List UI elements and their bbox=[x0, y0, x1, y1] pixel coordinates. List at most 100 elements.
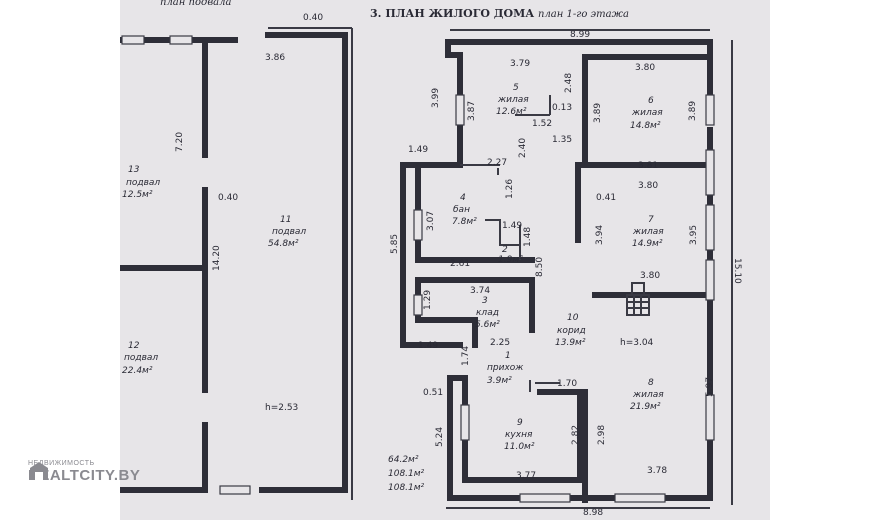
dim-label: 3.78 bbox=[647, 466, 667, 476]
svg-text:3: 3 bbox=[482, 296, 488, 306]
svg-text:жилая: жилая bbox=[632, 390, 664, 400]
dim-label: 1.74 bbox=[461, 346, 471, 366]
basement-plan bbox=[120, 27, 353, 500]
dim-label: 3.79 bbox=[510, 59, 530, 69]
svg-text:13: 13 bbox=[128, 165, 140, 175]
dim-label: 8.98 bbox=[583, 508, 603, 518]
dim-label: 2.25 bbox=[490, 338, 510, 348]
basement-height: h=2.53 bbox=[265, 403, 298, 413]
dim-label: 15.10 bbox=[732, 258, 742, 284]
room-label-8: 8 жилая 21.9м² bbox=[630, 378, 664, 412]
dim-label: 2.61 bbox=[450, 259, 470, 269]
floor-plan-drawing: план подвала 3. ПЛАН ЖИЛОГО ДОМА план 1-… bbox=[120, 0, 742, 518]
dim-label: 2.48 bbox=[564, 73, 574, 93]
dim-label: 1.29 bbox=[423, 290, 433, 310]
svg-text:подвал: подвал bbox=[126, 178, 160, 188]
dim-label: 14.20 bbox=[212, 245, 222, 271]
dim-label: 1.52 bbox=[532, 119, 552, 129]
dim-label: 1.48 bbox=[523, 227, 533, 247]
dim-label: 3.80 bbox=[638, 181, 658, 191]
svg-text:6: 6 bbox=[648, 96, 654, 106]
dim-label: 2.82 bbox=[571, 425, 581, 445]
svg-text:жилая: жилая bbox=[497, 95, 529, 105]
svg-text:54.8м²: 54.8м² bbox=[268, 239, 299, 249]
room-label-3: 3 клад 5.6м² bbox=[475, 296, 500, 330]
dim-label: 3.80 bbox=[635, 63, 655, 73]
dim-label: 1.26 bbox=[505, 179, 515, 199]
plan-subtitle: план 1-го этажа bbox=[538, 9, 629, 20]
dim-label: 8.50 bbox=[535, 257, 545, 277]
dim-label: 3.89 bbox=[593, 103, 603, 123]
basement-caption: план подвала bbox=[160, 0, 231, 8]
dim-label: 3.07 bbox=[426, 211, 436, 231]
house-icon bbox=[30, 462, 48, 480]
dim-label: 3.74 bbox=[470, 286, 490, 296]
svg-text:8: 8 bbox=[648, 378, 654, 388]
room-label-basement-13: 13 подвал 12.5м² bbox=[122, 165, 160, 200]
room-label-10: 10 корид 13.9м² bbox=[555, 313, 586, 348]
svg-text:подвал: подвал bbox=[272, 227, 306, 237]
plan-title: 3. ПЛАН ЖИЛОГО ДОМА bbox=[370, 7, 534, 20]
dim-label: 3.94 bbox=[595, 225, 605, 245]
svg-text:7.8м²: 7.8м² bbox=[452, 217, 477, 227]
svg-text:14.9м²: 14.9м² bbox=[632, 239, 663, 249]
dim-label: 7.20 bbox=[175, 132, 185, 152]
svg-text:12: 12 bbox=[128, 341, 140, 351]
dim-label: 0.40 bbox=[303, 13, 323, 23]
dim-label: 1.49 bbox=[502, 221, 522, 231]
dim-label: 0.13 bbox=[552, 103, 572, 113]
room-label-4: 4 бан 7.8м² bbox=[452, 193, 477, 227]
dim-label: 1.49 bbox=[418, 341, 438, 351]
room-label-basement-12: 12 подвал 22.4м² bbox=[122, 341, 158, 376]
svg-text:1: 1 bbox=[505, 351, 511, 361]
svg-text:подвал: подвал bbox=[124, 353, 158, 363]
svg-text:5.6м²: 5.6м² bbox=[475, 320, 500, 330]
room-label-9: 9 кухня 11.0м² bbox=[504, 418, 535, 452]
dim-label: 3.87 bbox=[467, 101, 477, 121]
plan-sheet: план подвала 3. ПЛАН ЖИЛОГО ДОМА план 1-… bbox=[120, 0, 770, 520]
svg-text:кухня: кухня bbox=[505, 430, 533, 440]
svg-text:12.6м²: 12.6м² bbox=[496, 107, 527, 117]
dim-label: 2.98 bbox=[597, 425, 607, 445]
dim-label: 1.35 bbox=[552, 135, 572, 145]
svg-text:5: 5 bbox=[513, 83, 519, 93]
svg-text:22.4м²: 22.4м² bbox=[122, 366, 153, 376]
room-label-5: 5 жилая 12.6м² bbox=[496, 83, 529, 117]
svg-text:13.9м²: 13.9м² bbox=[555, 338, 586, 348]
svg-text:3.9м²: 3.9м² bbox=[487, 376, 512, 386]
svg-text:корид: корид bbox=[557, 326, 586, 336]
svg-text:жилая: жилая bbox=[632, 227, 664, 237]
svg-text:11: 11 bbox=[280, 215, 291, 225]
first-floor-plan bbox=[400, 29, 733, 509]
dim-label: 0.51 bbox=[423, 388, 443, 398]
dim-label: 3.80 bbox=[640, 271, 660, 281]
room-label-6: 6 жилая 14.8м² bbox=[630, 96, 663, 131]
dim-label: 1.49 bbox=[408, 145, 428, 155]
svg-text:108.1м²: 108.1м² bbox=[388, 483, 425, 493]
watermark-top: НЕДВИЖИМОСТЬ bbox=[28, 460, 95, 467]
room-label-basement-11: 11 подвал 54.8м² bbox=[268, 215, 306, 249]
room-label-1: 1 прихож 3.9м² bbox=[487, 351, 524, 386]
dim-label: 3.89 bbox=[688, 101, 698, 121]
svg-text:клад: клад bbox=[476, 308, 499, 318]
dim-label: 3.99 bbox=[431, 88, 441, 108]
svg-text:11.0м²: 11.0м² bbox=[504, 442, 535, 452]
dim-label: 5.85 bbox=[390, 234, 400, 254]
dim-label: 3.86 bbox=[265, 53, 285, 63]
svg-text:12.5м²: 12.5м² bbox=[122, 190, 153, 200]
svg-text:10: 10 bbox=[567, 313, 579, 323]
dim-label: 3.77 bbox=[516, 471, 536, 481]
dim-label: 8.99 bbox=[570, 30, 590, 40]
svg-text:7: 7 bbox=[648, 215, 654, 225]
dim-label: 3.95 bbox=[689, 225, 699, 245]
floor-height: h=3.04 bbox=[620, 338, 654, 348]
area-totals: 64.2м² 108.1м² 108.1м² bbox=[388, 455, 425, 493]
dim-label: 3.81 bbox=[638, 161, 658, 171]
svg-text:64.2м²: 64.2м² bbox=[388, 455, 419, 465]
watermark-logo: НЕДВИЖИМОСТЬ REALTCITY.BY bbox=[28, 460, 140, 484]
svg-text:108.1м²: 108.1м² bbox=[388, 469, 425, 479]
svg-text:14.8м²: 14.8м² bbox=[630, 121, 661, 131]
dim-label: 2.40 bbox=[518, 138, 528, 158]
dim-label: 1.70 bbox=[557, 379, 577, 389]
